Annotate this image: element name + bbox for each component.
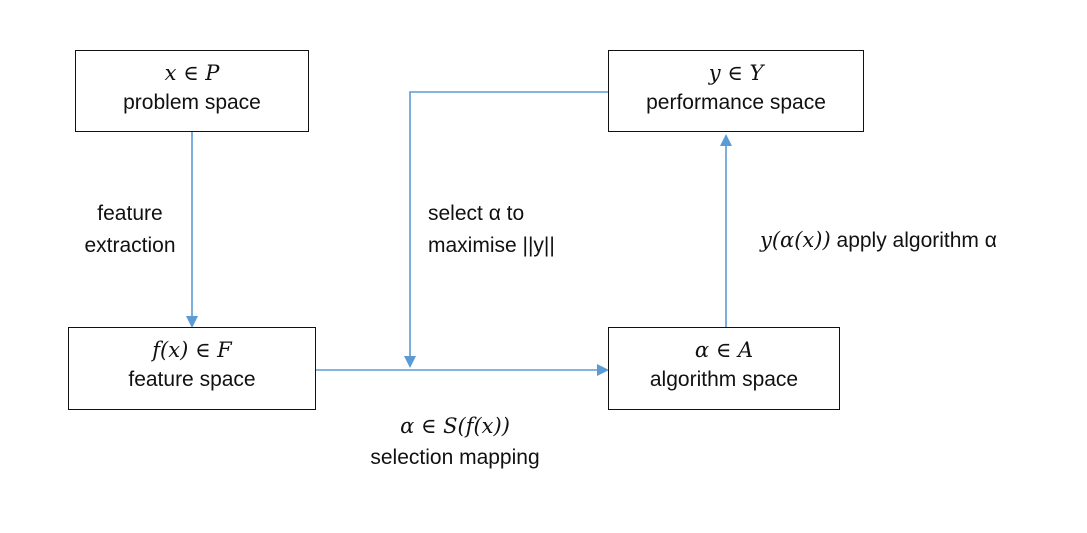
problem-space-label: problem space bbox=[123, 91, 261, 114]
selection-mapping-label: α ∈ S(f(x)) selection mapping bbox=[335, 410, 575, 474]
selection-mapping-text: selection mapping bbox=[370, 446, 540, 469]
select-feedback-arrow bbox=[409, 91, 608, 358]
algorithm-space-label: algorithm space bbox=[649, 368, 799, 391]
select-line1: select α to bbox=[428, 202, 525, 225]
apply-algorithm-math: y(α(x)) bbox=[760, 228, 831, 252]
problem-space-box: x ∈ P problem space bbox=[75, 50, 309, 132]
performance-space-label: performance space bbox=[646, 91, 826, 114]
apply-algorithm-label: y(α(x)) apply algorithm α bbox=[760, 224, 997, 257]
apply-algorithm-text: apply algorithm α bbox=[836, 229, 997, 252]
apply-algorithm-arrowhead bbox=[720, 134, 732, 146]
problem-space-math: x ∈ P bbox=[164, 61, 220, 85]
selection-mapping-math: α ∈ S(f(x)) bbox=[400, 414, 510, 438]
feature-extraction-line1: feature bbox=[97, 202, 163, 225]
algorithm-space-math: α ∈ A bbox=[694, 338, 754, 362]
selection-mapping-arrowhead bbox=[597, 364, 609, 376]
feature-extraction-line2: extraction bbox=[84, 234, 176, 257]
feature-space-math: f(x) ∈ F bbox=[152, 338, 232, 362]
performance-space-math: y ∈ Y bbox=[708, 61, 764, 85]
feature-space-box: f(x) ∈ F feature space bbox=[68, 327, 316, 410]
select-feedback-arrowhead bbox=[404, 356, 416, 368]
feature-space-label: feature space bbox=[128, 368, 256, 391]
algorithm-space-box: α ∈ A algorithm space bbox=[608, 327, 840, 410]
feature-extraction-arrowhead bbox=[186, 316, 198, 328]
performance-space-box: y ∈ Y performance space bbox=[608, 50, 864, 132]
feature-extraction-label: feature extraction bbox=[30, 198, 230, 262]
select-label: select α to maximise ||y|| bbox=[428, 198, 555, 262]
select-line2: maximise ||y|| bbox=[428, 234, 555, 257]
